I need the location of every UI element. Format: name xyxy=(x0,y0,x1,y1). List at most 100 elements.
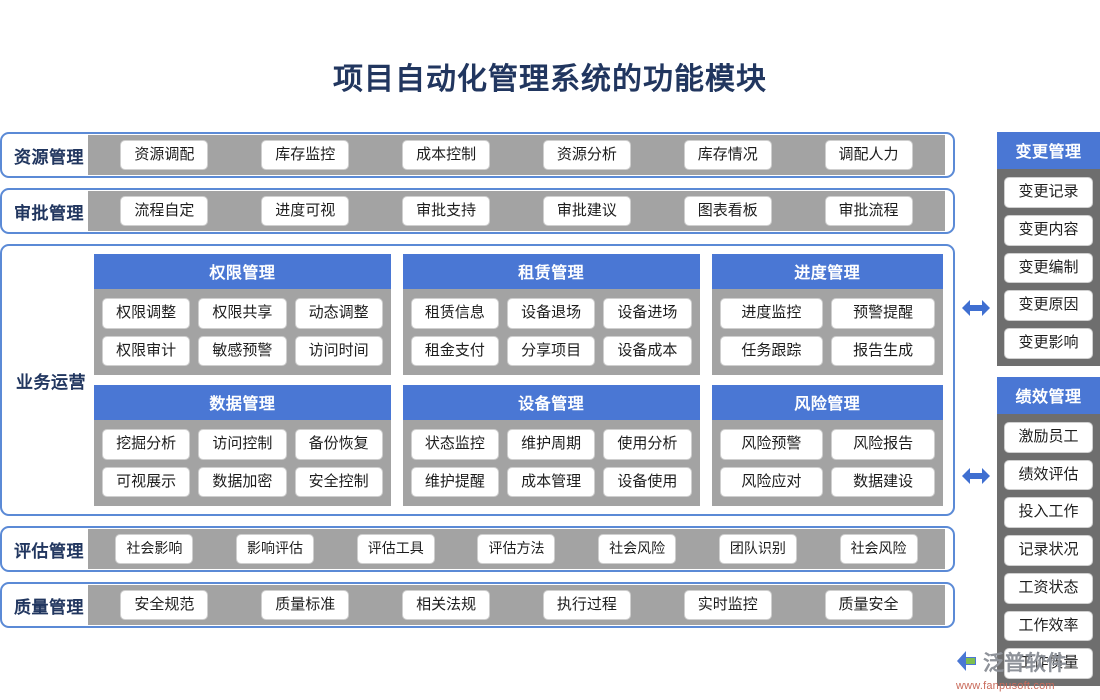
chip-permission-1-2[interactable]: 访问时间 xyxy=(294,335,383,367)
group-line: 权限审计 敏感预警 访问时间 xyxy=(102,335,383,367)
row-resource-management[interactable]: 资源管理 资源调配 库存监控 成本控制 资源分析 库存情况 调配人力 xyxy=(0,132,955,178)
chip-rental-1-2[interactable]: 设备成本 xyxy=(603,335,692,367)
row-evaluation-management[interactable]: 评估管理 社会影响 影响评估 评估工具 评估方法 社会风险 团队识别 社会风险 xyxy=(0,526,955,572)
chip-data-0-2[interactable]: 备份恢复 xyxy=(294,428,383,460)
chip-permission-1-1[interactable]: 敏感预警 xyxy=(198,335,287,367)
chip-resource-3[interactable]: 资源分析 xyxy=(542,139,631,171)
chip-resource-4[interactable]: 库存情况 xyxy=(683,139,772,171)
chip-equipment-0-2[interactable]: 使用分析 xyxy=(603,428,692,460)
chip-risk-1-0[interactable]: 风险应对 xyxy=(719,466,824,498)
chip-equipment-0-1[interactable]: 维护周期 xyxy=(507,428,596,460)
group-head-rental: 租赁管理 xyxy=(402,254,700,289)
row-band-approval: 流程自定 进度可视 审批支持 审批建议 图表看板 审批流程 xyxy=(88,191,945,231)
chip-equipment-1-0[interactable]: 维护提醒 xyxy=(410,466,499,498)
chip-approval-4[interactable]: 图表看板 xyxy=(683,195,772,227)
chip-performance-1[interactable]: 绩效评估 xyxy=(1004,459,1093,491)
chip-rental-0-2[interactable]: 设备进场 xyxy=(603,297,692,329)
chip-progress-1-0[interactable]: 任务跟踪 xyxy=(719,335,824,367)
chip-rental-1-1[interactable]: 分享项目 xyxy=(507,335,596,367)
chip-evaluation-1[interactable]: 影响评估 xyxy=(236,534,315,564)
panel-body-performance: 激励员工 绩效评估 投入工作 记录状况 工资状态 工作效率 工作质量 xyxy=(997,414,1100,679)
chip-data-0-1[interactable]: 访问控制 xyxy=(198,428,287,460)
chip-performance-5[interactable]: 工作效率 xyxy=(1004,610,1093,642)
chip-evaluation-6[interactable]: 社会风险 xyxy=(839,534,918,564)
group-line: 风险应对 数据建设 xyxy=(719,466,936,498)
logo-row: 泛普软件 xyxy=(954,649,1086,678)
chip-performance-4[interactable]: 工资状态 xyxy=(1004,572,1093,604)
chip-change-0[interactable]: 变更记录 xyxy=(1004,177,1093,208)
chip-permission-1-0[interactable]: 权限审计 xyxy=(102,335,191,367)
chip-evaluation-0[interactable]: 社会影响 xyxy=(115,534,194,564)
chip-data-0-0[interactable]: 挖掘分析 xyxy=(102,428,191,460)
double-arrow-icon-upper xyxy=(961,297,991,319)
chip-risk-0-1[interactable]: 风险报告 xyxy=(831,428,936,460)
panel-head-performance: 绩效管理 xyxy=(997,376,1100,414)
chip-permission-0-1[interactable]: 权限共享 xyxy=(198,297,287,329)
chip-evaluation-5[interactable]: 团队识别 xyxy=(718,534,797,564)
row-label-resource: 资源管理 xyxy=(14,147,84,167)
chip-equipment-0-0[interactable]: 状态监控 xyxy=(410,428,499,460)
chip-quality-4[interactable]: 实时监控 xyxy=(683,589,772,621)
chip-quality-0[interactable]: 安全规范 xyxy=(120,589,209,621)
chip-quality-5[interactable]: 质量安全 xyxy=(824,589,913,621)
chip-performance-0[interactable]: 激励员工 xyxy=(1004,421,1093,453)
group-body-progress: 进度监控 预警提醒 任务跟踪 报告生成 xyxy=(712,289,943,375)
group-line: 进度监控 预警提醒 xyxy=(719,297,936,329)
chip-equipment-1-2[interactable]: 设备使用 xyxy=(603,466,692,498)
chip-permission-0-2[interactable]: 动态调整 xyxy=(294,297,383,329)
chip-data-1-1[interactable]: 数据加密 xyxy=(198,466,287,498)
chip-performance-3[interactable]: 记录状况 xyxy=(1004,535,1093,566)
chip-change-3[interactable]: 变更原因 xyxy=(1004,290,1093,321)
row-band-resource: 资源调配 库存监控 成本控制 资源分析 库存情况 调配人力 xyxy=(88,135,945,175)
chip-resource-1[interactable]: 库存监控 xyxy=(261,139,350,171)
chip-evaluation-4[interactable]: 社会风险 xyxy=(598,534,677,564)
chip-equipment-1-1[interactable]: 成本管理 xyxy=(507,466,596,498)
chip-approval-2[interactable]: 审批支持 xyxy=(402,195,491,227)
chip-change-1[interactable]: 变更内容 xyxy=(1004,214,1093,246)
chip-risk-0-0[interactable]: 风险预警 xyxy=(719,428,824,460)
group-line: 维护提醒 成本管理 设备使用 xyxy=(410,466,692,498)
chip-data-1-2[interactable]: 安全控制 xyxy=(294,466,383,498)
group-head-progress: 进度管理 xyxy=(711,254,943,289)
panel-change-management: 变更管理 变更记录 变更内容 变更编制 变更原因 变更影响 xyxy=(997,132,1100,366)
group-head-equipment: 设备管理 xyxy=(402,385,700,420)
chip-performance-2[interactable]: 投入工作 xyxy=(1004,497,1093,528)
group-head-permission: 权限管理 xyxy=(94,254,391,289)
chip-performance-6[interactable]: 工作质量 xyxy=(1004,648,1093,679)
brand-logo: 泛普软件 www.fanpusoft.com xyxy=(954,649,1086,692)
group-equipment-management: 设备管理 状态监控 维护周期 使用分析 维护提醒 成本管理 设备使用 xyxy=(402,385,700,506)
chip-progress-0-1[interactable]: 预警提醒 xyxy=(831,297,936,329)
group-line: 状态监控 维护周期 使用分析 xyxy=(410,428,692,460)
chip-evaluation-2[interactable]: 评估工具 xyxy=(356,534,435,564)
group-progress-management: 进度管理 进度监控 预警提醒 任务跟踪 报告生成 xyxy=(711,254,943,375)
chip-rental-0-0[interactable]: 租赁信息 xyxy=(410,297,499,329)
chip-approval-3[interactable]: 审批建议 xyxy=(542,195,631,227)
chip-resource-0[interactable]: 资源调配 xyxy=(120,139,209,171)
chip-quality-2[interactable]: 相关法规 xyxy=(402,589,491,621)
chip-change-2[interactable]: 变更编制 xyxy=(1004,252,1093,284)
group-risk-management: 风险管理 风险预警 风险报告 风险应对 数据建设 xyxy=(711,385,943,506)
panel-head-change: 变更管理 xyxy=(997,132,1100,169)
chip-rental-0-1[interactable]: 设备退场 xyxy=(507,297,596,329)
row-label-quality: 质量管理 xyxy=(14,597,84,617)
chip-evaluation-3[interactable]: 评估方法 xyxy=(477,534,556,564)
chip-risk-1-1[interactable]: 数据建设 xyxy=(831,466,936,498)
chip-resource-2[interactable]: 成本控制 xyxy=(402,139,491,171)
panel-performance-management: 绩效管理 激励员工 绩效评估 投入工作 记录状况 工资状态 工作效率 工作质量 xyxy=(997,376,1100,686)
chip-quality-3[interactable]: 执行过程 xyxy=(542,589,631,621)
chip-approval-5[interactable]: 审批流程 xyxy=(824,195,913,227)
chip-quality-1[interactable]: 质量标准 xyxy=(261,589,350,621)
chip-resource-5[interactable]: 调配人力 xyxy=(824,139,913,171)
chip-rental-1-0[interactable]: 租金支付 xyxy=(410,335,499,367)
chip-approval-0[interactable]: 流程自定 xyxy=(120,195,209,227)
row-approval-management[interactable]: 审批管理 流程自定 进度可视 审批支持 审批建议 图表看板 审批流程 xyxy=(0,188,955,234)
page-title: 项目自动化管理系统的功能模块 xyxy=(333,63,767,96)
chip-progress-1-1[interactable]: 报告生成 xyxy=(831,335,936,367)
chip-change-4[interactable]: 变更影响 xyxy=(1004,328,1093,359)
chip-permission-0-0[interactable]: 权限调整 xyxy=(102,297,191,329)
chip-progress-0-0[interactable]: 进度监控 xyxy=(719,297,824,329)
row-quality-management[interactable]: 质量管理 安全规范 质量标准 相关法规 执行过程 实时监控 质量安全 xyxy=(0,582,955,628)
chip-approval-1[interactable]: 进度可视 xyxy=(261,195,350,227)
chip-data-1-0[interactable]: 可视展示 xyxy=(102,466,191,498)
fanpu-logo-icon xyxy=(954,649,980,678)
